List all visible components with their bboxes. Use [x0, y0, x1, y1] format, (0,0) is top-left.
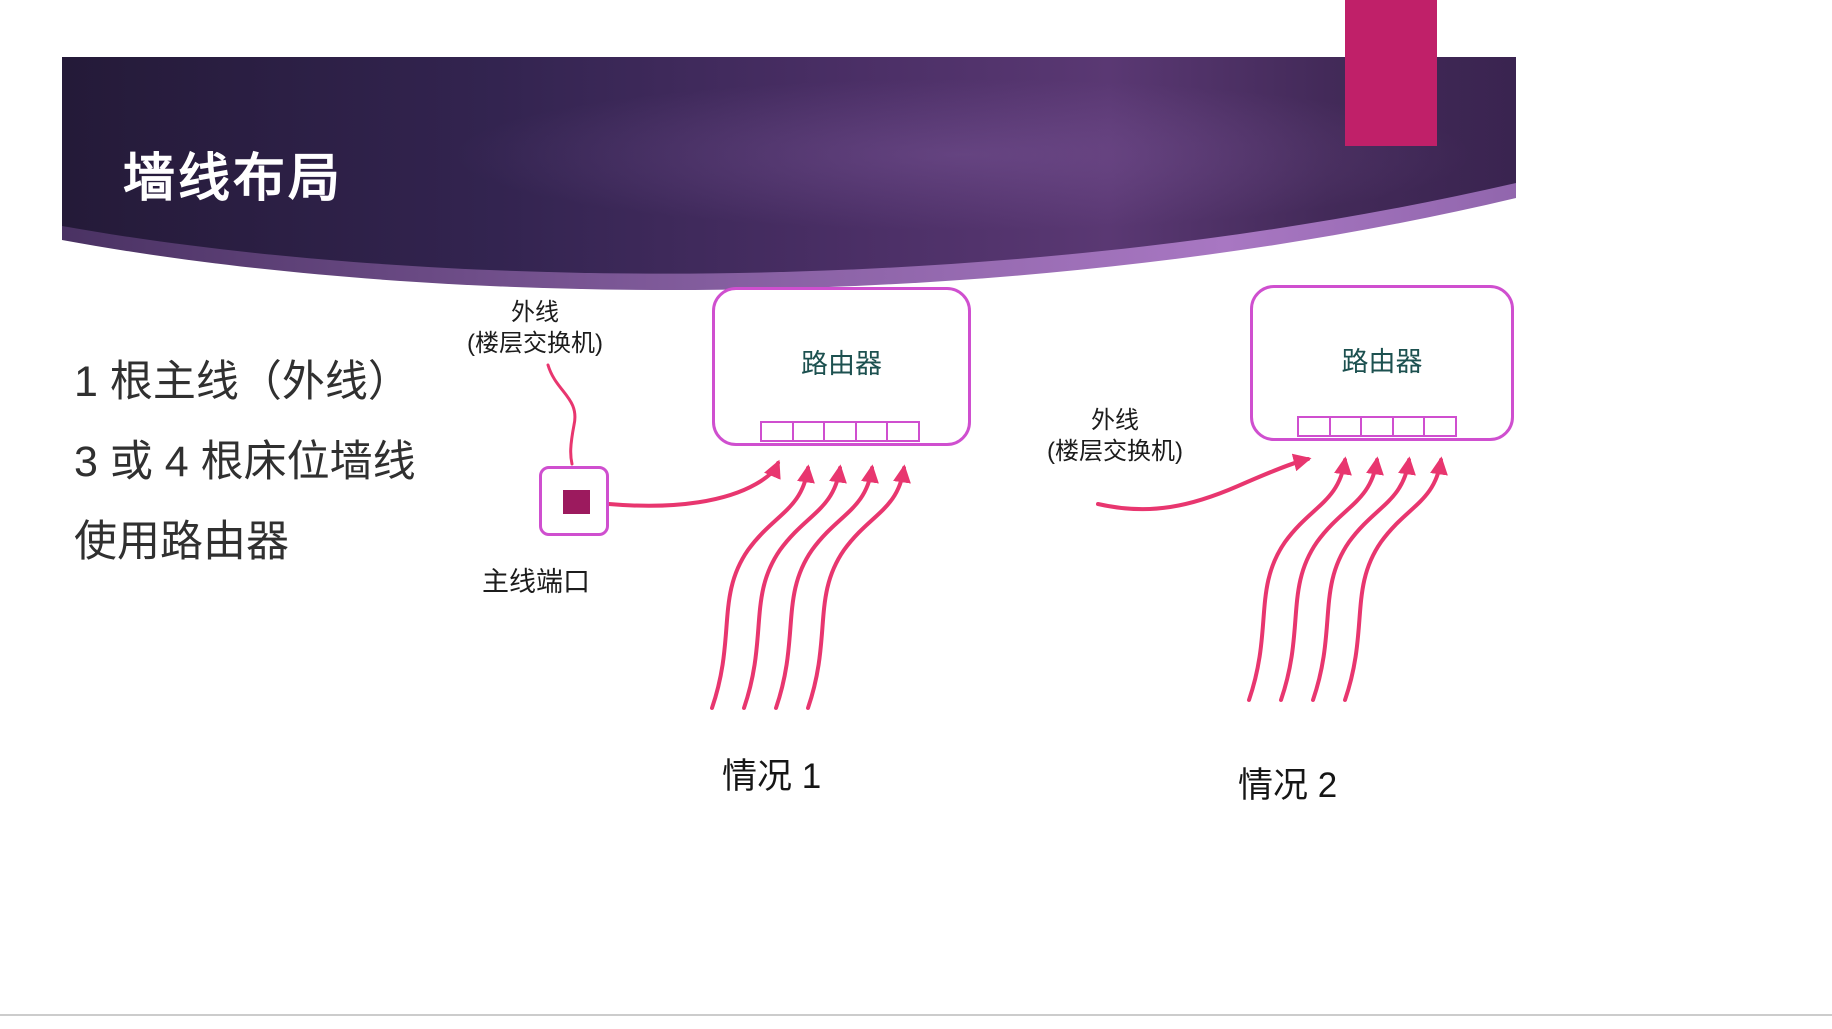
bed-line-arrow — [1247, 456, 1352, 702]
port-cell — [857, 423, 889, 440]
external-line-label-1-line1: 外线 — [511, 299, 559, 326]
bed-line-arrow — [742, 464, 847, 710]
external-line-label-2: 外线 (楼层交换机) — [1000, 405, 1230, 467]
main-port-label: 主线端口 — [482, 567, 590, 597]
bed-line-arrow — [710, 464, 815, 710]
bed-line-arrows-1 — [710, 464, 911, 710]
port-strip-1 — [760, 421, 920, 442]
page-title: 墙线布局 — [123, 150, 344, 208]
bed-line-arrow — [1343, 456, 1448, 702]
port-cell — [888, 423, 918, 440]
router-box-1: 路由器 — [712, 287, 971, 446]
bed-line-arrow — [1311, 456, 1416, 702]
port-cell — [825, 423, 857, 440]
case-caption-2: 情况 2 — [1238, 766, 1338, 805]
external-line-label-1: 外线 (楼层交换机) — [420, 297, 650, 359]
router-label-2: 路由器 — [1341, 347, 1423, 377]
bed-line-arrows-2 — [1247, 456, 1448, 702]
banner-glow — [62, 57, 1516, 274]
bed-line-arrow — [1279, 456, 1384, 702]
bullet-line-3: 使用路由器 — [74, 518, 289, 566]
bed-line-arrow — [806, 464, 911, 710]
wall-port-box — [539, 466, 609, 536]
bed-line-arrow — [774, 464, 879, 710]
bullet-list: 1 根主线（外线） 3 或 4 根床位墙线 使用路由器 — [74, 342, 416, 582]
router-box-2: 路由器 — [1250, 285, 1514, 441]
bottom-divider — [0, 1014, 1832, 1016]
port-cell — [1425, 418, 1455, 435]
port-cell — [1331, 418, 1363, 435]
external-line-label-2-line1: 外线 — [1091, 407, 1139, 434]
port-cell — [1362, 418, 1394, 435]
port-cell — [794, 423, 826, 440]
port-cell — [1394, 418, 1426, 435]
port-cell — [762, 423, 794, 440]
port-cell — [1299, 418, 1331, 435]
wall-port-square — [563, 490, 590, 514]
external-line-curve-1 — [546, 363, 577, 466]
bullet-line-2: 3 或 4 根床位墙线 — [74, 438, 416, 486]
case-caption-1: 情况 1 — [722, 757, 822, 796]
port-strip-2 — [1297, 416, 1457, 437]
external-line-label-1-line2: (楼层交换机) — [467, 330, 603, 357]
header-banner — [62, 57, 1516, 291]
main-line-arrow-1 — [607, 459, 781, 508]
bullet-line-1: 1 根主线（外线） — [74, 358, 411, 406]
external-line-label-2-line2: (楼层交换机) — [1047, 438, 1183, 465]
accent-bar — [1345, 0, 1437, 146]
router-label-1: 路由器 — [801, 349, 882, 379]
